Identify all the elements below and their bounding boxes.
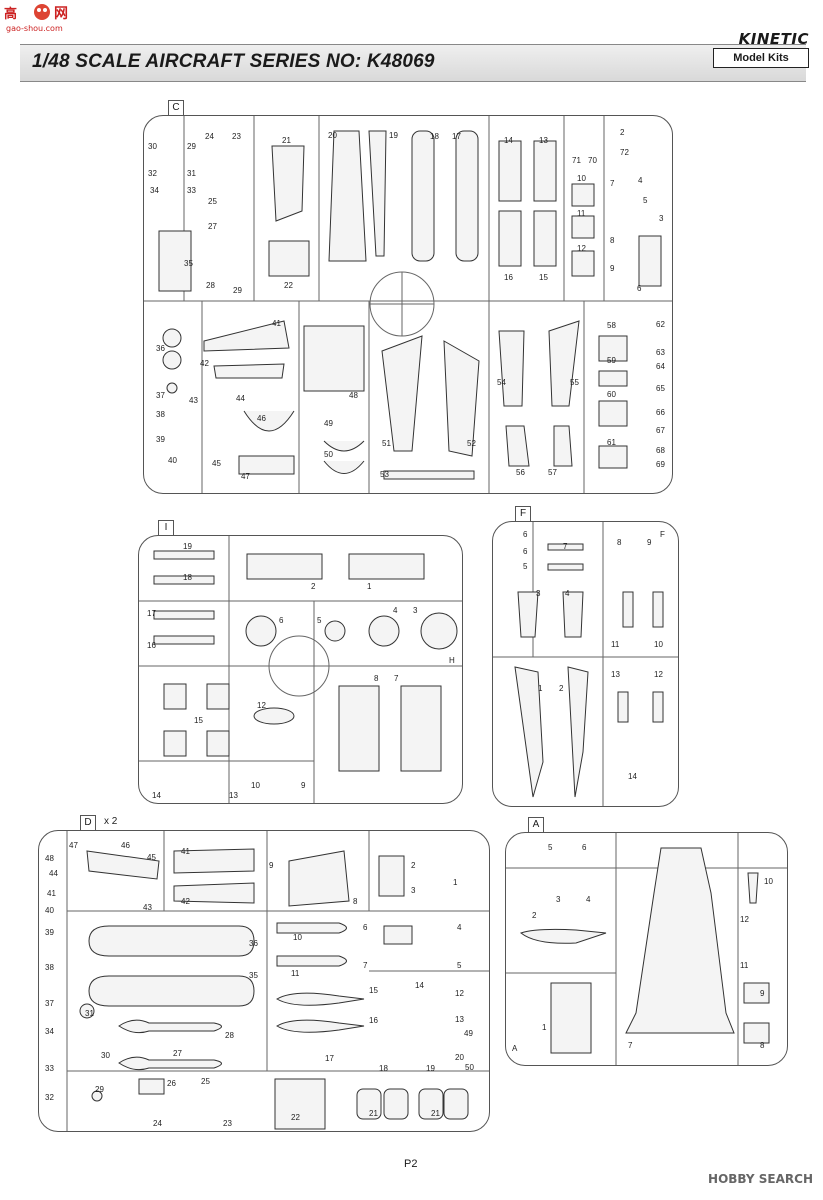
sprue-a-frame [506,833,787,1065]
brand-subtitle: Model Kits [713,48,809,68]
watermark-logo: 高 网 gao-shou.com [2,2,92,34]
sprue-d-label: D [80,815,96,831]
sprue-a-label: A [528,817,544,833]
sprue-f-f-mark: F [660,530,665,539]
watermark-logo-graphic: 高 网 [4,4,68,22]
sprue-f-frame [493,522,678,806]
sprue-f-label: F [515,506,531,522]
page-title: 1/48 SCALE AIRCRAFT SERIES NO: K48069 [32,51,435,72]
svg-text:网: 网 [54,6,68,22]
hobby-search-text: HOBBY SEARCH [708,1172,813,1186]
sprue-i-label: I [158,520,174,536]
header-bar: 1/48 SCALE AIRCRAFT SERIES NO: K48069 [20,44,806,82]
hobby-search-watermark: HOBBY SEARCH [708,1172,813,1186]
brand-name: KINETIC [738,30,809,48]
sprue-c-frame [144,116,672,493]
brand-logo: KINETIC Model Kits [707,30,809,68]
sprue-c-label: C [168,100,184,116]
sprue-a-a-mark: A [512,1044,518,1053]
sprue-d-quantity: x 2 [104,816,118,827]
sprue-d-frame [39,831,489,1131]
sprue-i-frame [139,536,462,803]
watermark-url: gao-shou.com [6,24,63,33]
page-number: P2 [404,1158,418,1170]
svg-text:高: 高 [4,6,18,22]
sprue-i-h-mark: H [449,656,455,665]
